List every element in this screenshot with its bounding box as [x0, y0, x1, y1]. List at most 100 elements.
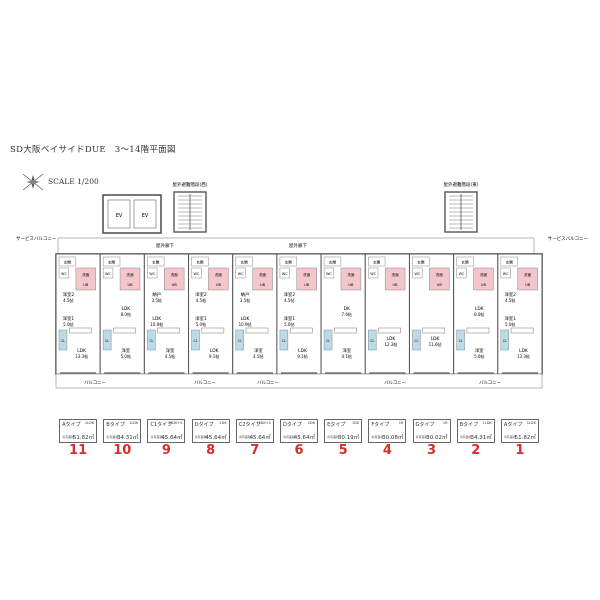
- wash-label: 洗面: [436, 272, 444, 277]
- room-name: LDK: [475, 306, 484, 312]
- unit-number: 10: [113, 443, 132, 458]
- room-name: 洋室: [342, 347, 351, 354]
- corridor-label: 屋外廊下: [289, 242, 307, 249]
- bath-area: [384, 267, 406, 291]
- wc-room: [368, 267, 379, 279]
- area-label: 専有面積: [150, 435, 163, 439]
- unit-layout: 1LDK+S: [256, 421, 271, 425]
- wc-label: WC: [326, 272, 332, 276]
- unit-area: 30.19㎡: [337, 435, 360, 441]
- bath-area: [119, 267, 141, 291]
- area-label: 専有面積: [371, 435, 384, 439]
- room-size: 4.5帖: [253, 353, 263, 359]
- room-size: 9.1帖: [297, 353, 307, 359]
- room-size: 10.9帖: [150, 321, 163, 327]
- wc-label: WC: [61, 272, 67, 276]
- unit-number: 5: [338, 443, 348, 458]
- closet-label: CL: [414, 339, 418, 343]
- unit-number: 6: [294, 443, 304, 458]
- balcony-label: バルコニー: [194, 380, 216, 386]
- wash-label: 洗面: [303, 272, 311, 277]
- entrance: [191, 256, 209, 267]
- area-label: 専有面積: [459, 435, 472, 439]
- ub-label: UB: [127, 283, 133, 287]
- entrance: [147, 256, 165, 267]
- room-name: 洋室2: [63, 291, 75, 298]
- wc-label: WC: [370, 272, 376, 276]
- room-size: 3.5帖: [152, 297, 162, 303]
- kitchen-counter: [113, 327, 136, 334]
- elevator-block: [102, 194, 162, 234]
- unit-layout: 2DK: [307, 421, 315, 425]
- unit-layout: 1LDK: [129, 421, 139, 425]
- closet: [368, 329, 377, 351]
- room-name: 洋室: [121, 347, 130, 354]
- room-size: 11.6帖: [429, 341, 442, 347]
- closet: [147, 329, 156, 351]
- unit-type: Dタイプ: [283, 422, 302, 428]
- wc-label: WC: [238, 272, 244, 276]
- closet: [191, 329, 200, 351]
- balcony-strip: [55, 373, 543, 389]
- ub-label: UB: [525, 283, 531, 287]
- entrance: [412, 256, 430, 267]
- ub-label: UB: [348, 283, 354, 287]
- balcony-label: バルコニー: [257, 380, 279, 386]
- unit-number: 4: [382, 443, 392, 458]
- room-size: 4.5帖: [196, 297, 206, 303]
- room-size: 4.5帖: [284, 297, 294, 303]
- room-size: 5.0帖: [284, 321, 294, 327]
- area-label: 専有面積: [503, 435, 516, 439]
- room-name: 洋室2: [283, 291, 295, 298]
- page-title: SD大阪ベイサイドDUE 3〜14階平面図: [10, 145, 176, 155]
- room-name: 洋室: [166, 347, 175, 354]
- ub-label: UB: [304, 283, 310, 287]
- wash-label: 洗面: [171, 272, 179, 277]
- kitchen-counter: [422, 327, 446, 334]
- room-name: LDK: [77, 348, 86, 354]
- ub-label: UB: [393, 283, 399, 287]
- room-name: 洋室: [475, 347, 484, 354]
- unit-area: 30.08㎡: [382, 435, 404, 441]
- room-size: 4.5帖: [505, 297, 515, 303]
- unit-layout: 1R: [442, 421, 448, 425]
- closet-label: CL: [326, 339, 330, 343]
- room-name: LDK: [210, 348, 219, 354]
- closet: [235, 329, 244, 351]
- wc-room: [456, 267, 467, 279]
- entrance: [102, 256, 121, 267]
- bath-area: [429, 267, 450, 291]
- unit-number: 8: [206, 443, 216, 458]
- bath-area: [296, 267, 317, 291]
- room-name: 納戸: [152, 291, 161, 298]
- area-label: 専有面積: [327, 435, 340, 439]
- wash-label: 洗面: [480, 272, 488, 277]
- unit-type: Bタイプ: [106, 422, 125, 428]
- entrance-label: 玄関: [285, 260, 293, 265]
- unit-number: 1: [515, 443, 525, 458]
- room-name: LDK: [241, 316, 250, 322]
- unit-type: Fタイプ: [371, 422, 390, 428]
- entrance: [500, 256, 518, 267]
- closet-label: CL: [370, 339, 374, 343]
- kitchen-counter: [466, 327, 490, 334]
- entrance-label: 玄関: [64, 260, 72, 265]
- service-balcony-left: サービスバルコニー: [16, 235, 57, 242]
- wc-room: [279, 267, 290, 279]
- wc-room: [191, 267, 202, 279]
- ub-label: UB: [216, 283, 222, 287]
- kitchen-counter: [289, 327, 313, 334]
- room-size: 5.0帖: [196, 321, 206, 327]
- entrance-label: 玄関: [506, 260, 514, 265]
- ub-label: UB: [260, 283, 266, 287]
- unit-layout: 1LDK: [526, 421, 536, 425]
